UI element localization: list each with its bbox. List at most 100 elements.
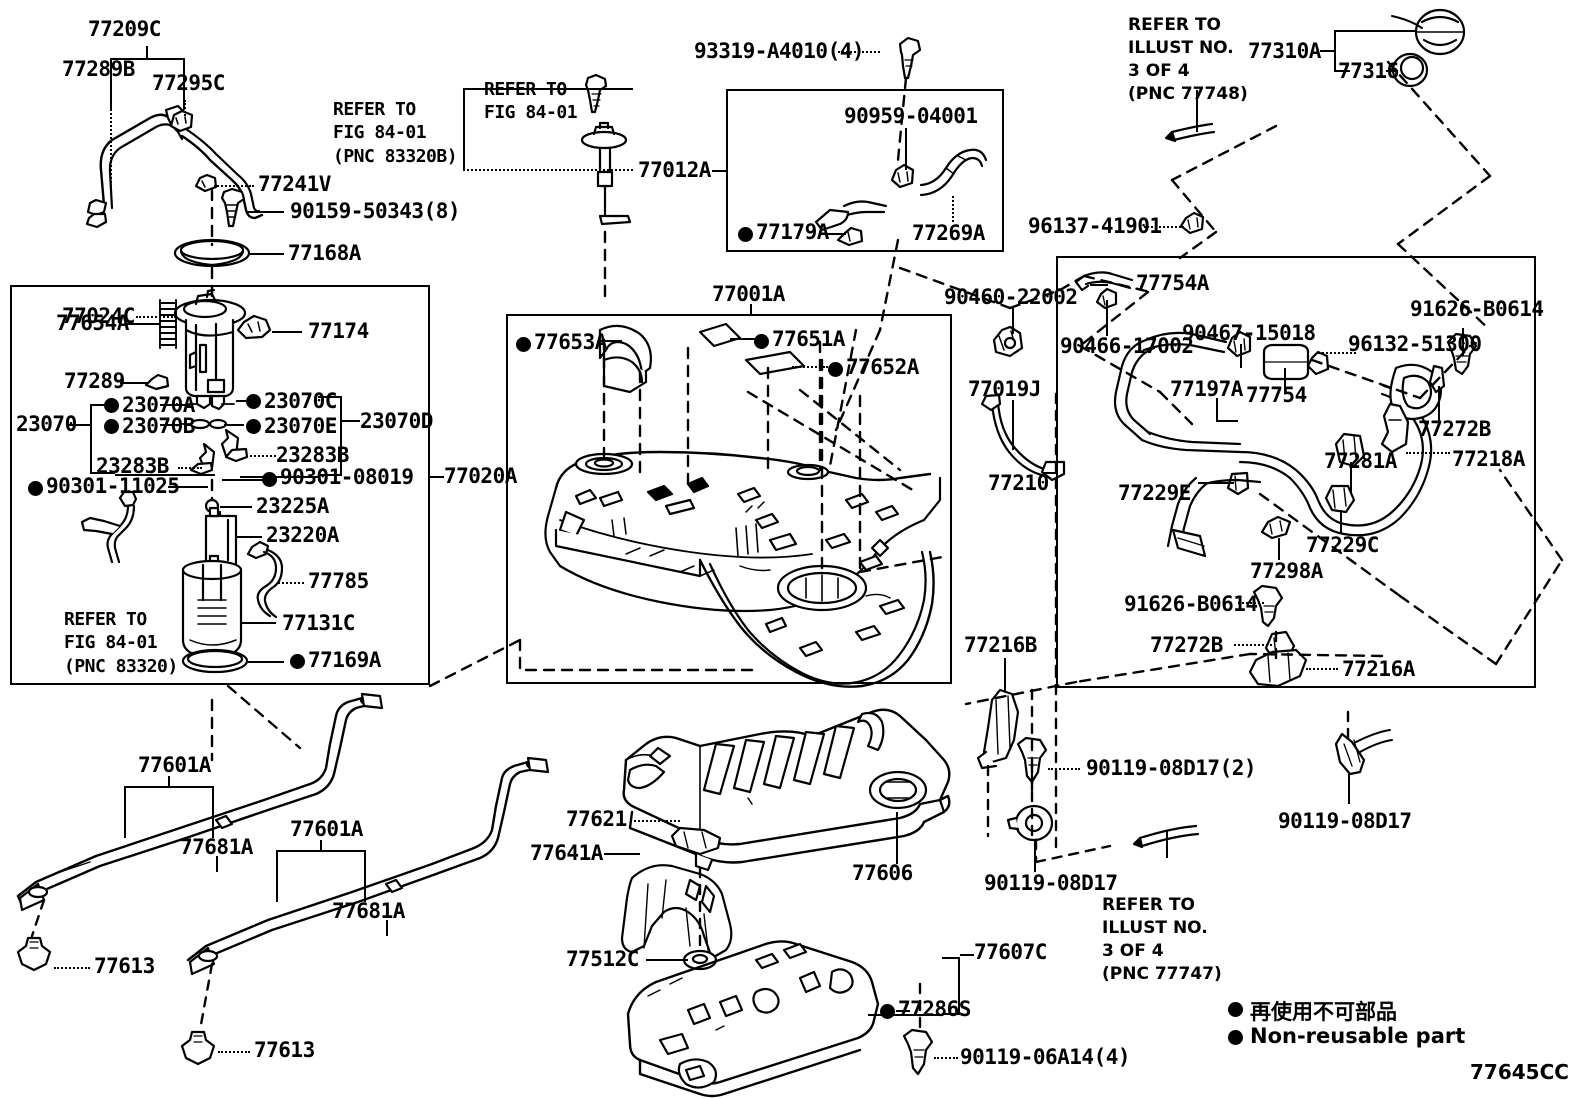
leader-77218A xyxy=(1406,452,1450,454)
label-77019J: 77019J xyxy=(968,377,1041,401)
label-77229E: 77229E xyxy=(1118,481,1191,505)
label-77272B-top: 77272B xyxy=(1418,417,1491,441)
label-77785: 77785 xyxy=(308,569,369,593)
leader-77216B xyxy=(1004,658,1006,692)
leader-23225A xyxy=(220,506,252,508)
label-77179A: 77179A xyxy=(756,220,829,244)
legend-dot-jp xyxy=(1228,1002,1243,1017)
leader-77281A xyxy=(1350,462,1352,494)
label-90466-17002: 90466-17002 xyxy=(1060,334,1194,358)
label-23283B-left: 23283B xyxy=(96,454,169,478)
label-90119-06A14: 90119-06A14(4) xyxy=(960,1045,1131,1069)
leader-23283B-left xyxy=(178,467,202,469)
label-23070E: 23070E xyxy=(264,414,337,438)
leader-77286S xyxy=(896,1010,910,1012)
label-23070: 23070 xyxy=(16,412,77,436)
label-77754: 77754 xyxy=(1246,383,1307,407)
label-77289B: 77289B xyxy=(62,57,135,81)
label-77613-1: 77613 xyxy=(94,954,155,978)
leader-90119-08D17-b xyxy=(1348,774,1350,804)
label-23225A: 23225A xyxy=(256,494,329,518)
nonreuse-dot-77652A xyxy=(828,362,843,377)
label-77298A: 77298A xyxy=(1250,559,1323,583)
label-77681A-1: 77681A xyxy=(180,835,253,859)
leader-77269A xyxy=(952,196,954,222)
leader-77012A xyxy=(712,170,728,172)
legend-dot-en xyxy=(1228,1030,1243,1045)
label-77754A: 77754A xyxy=(1136,271,1209,295)
leader-77216A xyxy=(1306,668,1338,670)
fuel-pump-assembly-frame xyxy=(10,285,430,685)
leader-77229E xyxy=(1198,482,1234,484)
label-77651A: 77651A xyxy=(772,327,845,351)
label-77641A: 77641A xyxy=(530,841,603,865)
leader-90467 xyxy=(1240,344,1242,368)
label-77613-2: 77613 xyxy=(254,1038,315,1062)
leader-77651A xyxy=(730,338,756,340)
label-77024C: 77024C xyxy=(62,304,135,328)
label-23070B: 23070B xyxy=(122,414,195,438)
leader-90119-06A14 xyxy=(934,1057,958,1059)
leader-77272B-bot xyxy=(1234,644,1272,646)
label-77001A: 77001A xyxy=(712,282,785,306)
label-90301-11025: 90301-11025 xyxy=(46,474,180,498)
bracket-23070D xyxy=(318,396,342,476)
label-90119-08D17-a: 90119-08D17 xyxy=(984,871,1118,895)
leader-93319 xyxy=(838,51,880,53)
leader-23070Alink xyxy=(115,474,215,476)
leader-23070E xyxy=(224,424,244,426)
label-91626-B0614-bot: 91626-B0614 xyxy=(1124,592,1258,616)
label-90301-08019: 90301-08019 xyxy=(280,465,414,489)
leader-77641A xyxy=(604,853,640,855)
label-91626-B0614-top: 91626-B0614 xyxy=(1410,297,1544,321)
label-90959-04001: 90959-04001 xyxy=(844,104,978,128)
label-77216B: 77216B xyxy=(964,633,1037,657)
leader-77607C-bot xyxy=(868,1014,942,1016)
bracket-77601A-1 xyxy=(124,786,214,838)
leader-90959 xyxy=(905,128,907,170)
label-77241V: 77241V xyxy=(258,172,331,196)
label-90119-08D17-b: 90119-08D17 xyxy=(1278,809,1412,833)
refer-fig8401-bracket xyxy=(463,88,633,171)
label-77652A: 77652A xyxy=(846,355,919,379)
label-23070A: 23070A xyxy=(122,393,195,417)
label-77621: 77621 xyxy=(566,807,627,831)
leader-77272B-top xyxy=(1438,386,1440,424)
leader-77785 xyxy=(278,582,304,584)
leader-77654A xyxy=(126,323,160,325)
diagram-code: 77645CC xyxy=(1470,1060,1569,1084)
label-77210: 77210 xyxy=(988,471,1049,495)
label-77601A-2: 77601A xyxy=(290,817,363,841)
leader-77229C xyxy=(1340,510,1342,534)
leader-96137 xyxy=(1144,226,1184,228)
leader-77681A-1 xyxy=(216,856,218,872)
refer-illust-77748: REFER TO ILLUST NO. 3 OF 4 (PNC 77748) xyxy=(1128,15,1248,104)
bracket-23070 xyxy=(90,404,115,474)
refer-fig8401-pnc83320: REFER TO FIG 84-01 (PNC 83320) xyxy=(64,609,178,677)
label-77281A: 77281A xyxy=(1324,449,1397,473)
label-96132-51300: 96132-51300 xyxy=(1348,332,1482,356)
label-90460-22002: 90460-22002 xyxy=(944,285,1078,309)
leader-23070C xyxy=(236,400,254,402)
leader-23070B xyxy=(160,424,182,426)
label-77295C: 77295C xyxy=(152,71,225,95)
label-77310A: 77310A xyxy=(1248,39,1321,63)
leader-91626-bot xyxy=(1238,602,1264,604)
leader-23070D xyxy=(342,420,360,422)
leader-77168A xyxy=(248,253,284,255)
leader-77512C xyxy=(646,959,688,961)
nonreuse-dot-90301-08019 xyxy=(262,472,277,487)
leader-77316 xyxy=(1386,70,1398,72)
leader-90119-08D17-a xyxy=(1034,840,1036,872)
label-96137-41901: 96137-41901 xyxy=(1028,214,1162,238)
fuel-tank-frame xyxy=(506,314,952,684)
leader-77197A-v xyxy=(1216,398,1218,422)
leader-77621 xyxy=(630,820,680,822)
leader-77209C xyxy=(146,46,148,60)
label-77286S: 77286S xyxy=(898,997,971,1021)
leader-90159 xyxy=(246,211,284,213)
leader-77174 xyxy=(272,331,302,333)
leader-77289B xyxy=(110,96,112,191)
legend-english: Non-reusable part xyxy=(1250,1024,1466,1048)
